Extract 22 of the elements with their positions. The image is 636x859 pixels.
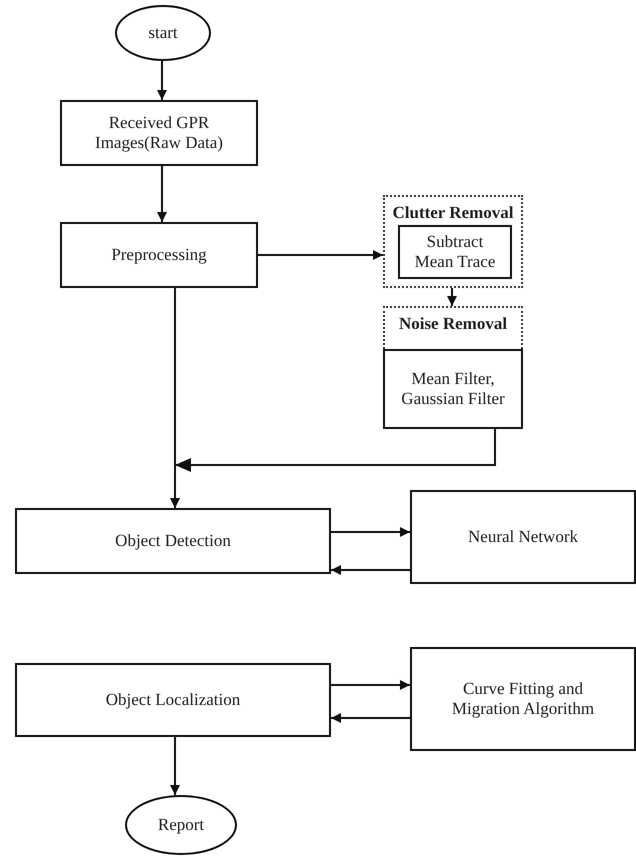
process-box: [383, 349, 523, 429]
process-box: [410, 490, 636, 584]
node-label: Object Localization: [106, 690, 240, 710]
process-box: [15, 663, 331, 737]
process-box: [15, 508, 331, 574]
node-label: Preprocessing: [111, 244, 207, 266]
process-box: [60, 222, 258, 288]
node-label: Subtract Mean Trace: [414, 232, 496, 272]
process-box: [410, 647, 636, 751]
process-box: [60, 100, 258, 166]
group-box: [383, 306, 523, 429]
process-box: [398, 225, 512, 279]
node-label: Mean Filter, Gaussian Filter: [401, 368, 505, 410]
group-box: [383, 195, 523, 288]
node-label: Curve Fitting and Migration Algorithm: [450, 678, 596, 720]
group-heading: Noise Removal: [398, 314, 508, 334]
node-label: start: [148, 22, 178, 44]
node-label: Received GPR Images(Raw Data): [94, 112, 224, 154]
node-label: Neural Network: [468, 526, 578, 548]
node-label: Object Detection: [115, 530, 231, 552]
node-label: Report: [158, 814, 204, 836]
group-heading: Clutter Removal: [392, 203, 514, 224]
